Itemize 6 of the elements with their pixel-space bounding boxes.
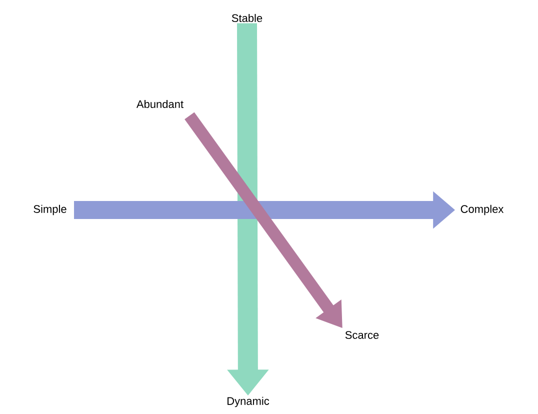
axis-label: Complex (460, 204, 504, 216)
axis-label: Stable (232, 14, 262, 22)
axis-label: Abundant (136, 100, 184, 108)
axis-label: Dynamic (228, 396, 270, 408)
axis-label: Simple (34, 204, 66, 216)
axis-label: Scarce (345, 331, 379, 339)
